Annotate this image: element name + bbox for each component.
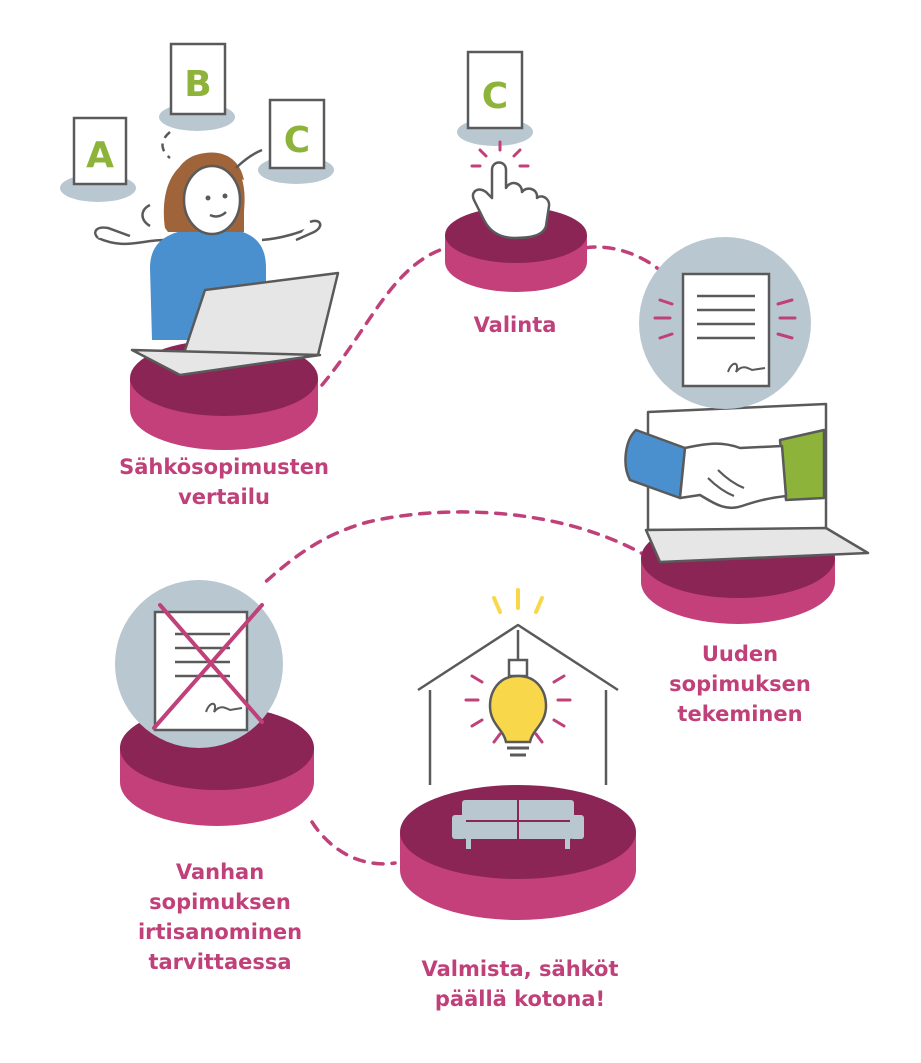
handshake-laptop-icon bbox=[624, 402, 870, 564]
card-letter-b: B bbox=[184, 64, 211, 105]
sofa-icon bbox=[452, 800, 584, 849]
step-label-choose: Valinta bbox=[420, 310, 610, 340]
chosen-card-c: C bbox=[457, 50, 533, 146]
step-label-line: päällä kotona! bbox=[434, 987, 606, 1011]
step-label-line: Valmista, sähköt bbox=[421, 957, 619, 981]
card-letter-c: C bbox=[284, 120, 310, 161]
step-label-terminate: Vanhan sopimuksen irtisanominen tarvitta… bbox=[120, 857, 320, 977]
house-lightbulb-icon bbox=[417, 588, 619, 785]
click-burst-icon bbox=[470, 140, 530, 168]
step-label-line: Vanhan bbox=[175, 860, 265, 884]
step-label-compare: Sähkösopimusten vertailu bbox=[84, 452, 364, 512]
crossed-document-icon bbox=[115, 580, 283, 748]
contract-document-icon bbox=[639, 237, 811, 409]
connector-contract-to-terminate bbox=[260, 510, 652, 587]
option-card-a: A bbox=[60, 116, 136, 202]
connector-terminate-to-done bbox=[310, 820, 397, 866]
step-label-line: vertailu bbox=[178, 485, 270, 509]
pointing-hand-icon bbox=[471, 161, 551, 240]
card-letter-a: A bbox=[86, 135, 114, 176]
step-label-line: irtisanominen bbox=[137, 920, 303, 944]
step-label-line: Valinta bbox=[473, 313, 557, 337]
person-laptop-icon bbox=[94, 131, 340, 377]
step-label-done: Valmista, sähköt päällä kotona! bbox=[390, 954, 650, 1014]
step-label-line: Uuden bbox=[701, 642, 779, 666]
step-label-line: sopimuksen bbox=[149, 890, 291, 914]
option-card-b: B bbox=[159, 42, 235, 131]
option-card-c: C bbox=[258, 98, 334, 184]
chosen-card-letter: C bbox=[482, 76, 508, 117]
step-label-line: Sähkösopimusten bbox=[119, 455, 329, 479]
step-label-line: sopimuksen bbox=[669, 672, 811, 696]
step-label-line: tekeminen bbox=[677, 702, 803, 726]
connector-compare-to-choose bbox=[320, 248, 442, 387]
step-label-new-contract: Uuden sopimuksen tekeminen bbox=[640, 639, 840, 729]
step-label-line: tarvittaessa bbox=[148, 950, 292, 974]
